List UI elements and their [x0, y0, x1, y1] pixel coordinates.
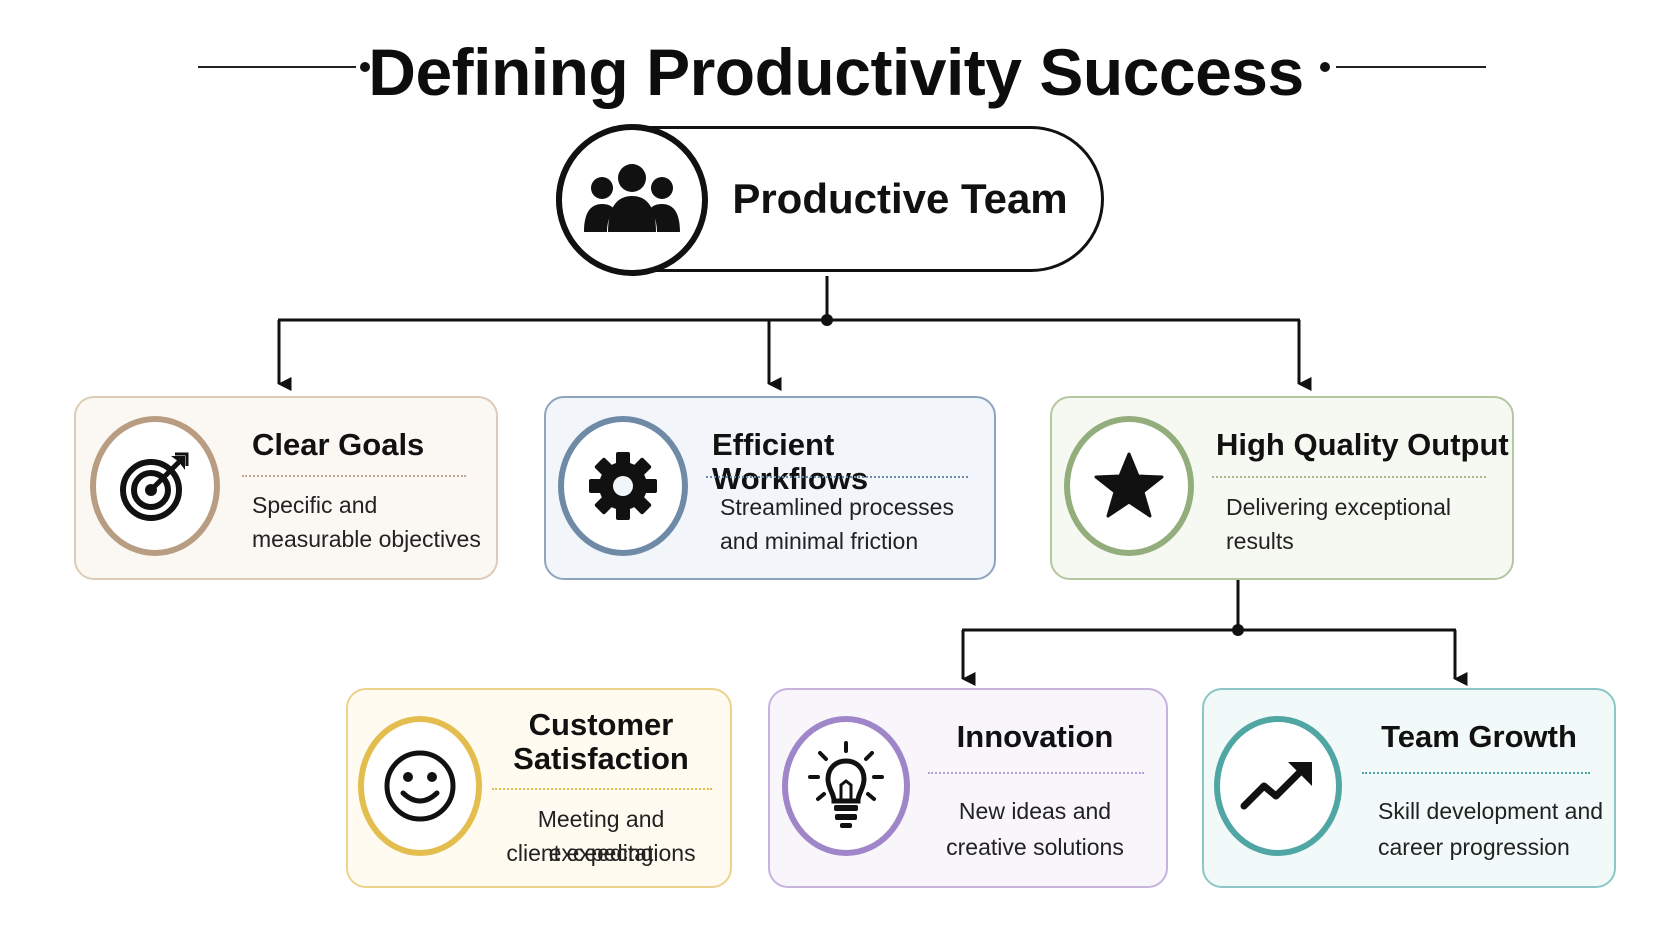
- card-team-growth: Team Growth Skill development and career…: [1202, 688, 1616, 888]
- title-row: Defining Productivity Success: [0, 22, 1672, 112]
- customer-satisfaction-desc-1: Meeting and exceeding: [537, 806, 665, 866]
- title-right-rule: [1336, 66, 1486, 68]
- title-left-rule: [198, 66, 356, 68]
- title-left-dot: [360, 62, 370, 72]
- customer-satisfaction-divider: [492, 788, 712, 790]
- lightbulb-icon: [808, 741, 884, 828]
- high-quality-output-icon-circle: [1064, 416, 1194, 556]
- efficient-workflows-desc-2: and minimal friction: [720, 528, 919, 554]
- customer-satisfaction-title-2: Satisfaction: [513, 741, 689, 776]
- team-growth-icon-circle: [1214, 716, 1342, 856]
- clear-goals-icon-circle: [90, 416, 220, 556]
- customer-satisfaction-icon-circle: [358, 716, 482, 856]
- high-quality-output-desc-1: Delivering exceptional: [1226, 494, 1452, 520]
- customer-satisfaction-title-1: Customer: [528, 707, 674, 742]
- innovation-desc-1: New ideas and: [958, 798, 1112, 824]
- clear-goals-desc-1: Specific and: [252, 492, 378, 518]
- innovation-divider: [928, 772, 1144, 774]
- efficient-workflows-icon-circle: [558, 416, 688, 556]
- card-innovation: Innovation New ideas and creative soluti…: [768, 688, 1168, 888]
- sub-branch-node: [1232, 624, 1244, 636]
- innovation-title: Innovation: [956, 719, 1114, 754]
- smiley-icon: [384, 750, 456, 822]
- clear-goals-title: Clear Goals: [252, 427, 425, 462]
- trend-up-icon: [1240, 762, 1312, 810]
- innovation-desc-2: creative solutions: [946, 834, 1124, 860]
- team-growth-desc-1: Skill development and: [1378, 798, 1604, 824]
- team-growth-desc-2: career progression: [1378, 834, 1570, 860]
- card-clear-goals: Clear Goals Specific and measurable obje…: [74, 396, 498, 580]
- team-growth-title: Team Growth: [1381, 719, 1577, 754]
- root-icon-circle: [556, 124, 708, 276]
- high-quality-output-divider: [1212, 476, 1486, 478]
- gear-icon: [589, 452, 657, 520]
- customer-satisfaction-desc-2: client expectations: [506, 840, 696, 866]
- clear-goals-divider: [242, 475, 466, 477]
- page-title: Defining Productivity Success: [368, 35, 1304, 109]
- card-high-quality-output: High Quality Output Delivering exception…: [1050, 396, 1514, 580]
- root-label: Productive Team: [732, 175, 1068, 222]
- team-icon: [584, 164, 680, 232]
- high-quality-output-title: High Quality Output: [1216, 427, 1509, 462]
- star-icon: [1094, 452, 1164, 518]
- efficient-workflows-title: Efficient Workflows: [712, 427, 869, 496]
- card-efficient-workflows: Efficient Workflows Streamlined processe…: [544, 396, 996, 580]
- innovation-icon-circle: [782, 716, 910, 856]
- card-customer-satisfaction: Customer Satisfaction Meeting and exceed…: [346, 688, 732, 888]
- top-branch-node: [821, 314, 833, 326]
- high-quality-output-desc-2: results: [1226, 528, 1294, 554]
- efficient-workflows-divider: [706, 476, 968, 478]
- target-icon: [120, 452, 189, 521]
- team-growth-divider: [1362, 772, 1590, 774]
- efficient-workflows-desc-1: Streamlined processes: [720, 494, 954, 520]
- clear-goals-desc-2: measurable objectives: [252, 526, 481, 552]
- title-right-dot: [1320, 62, 1330, 72]
